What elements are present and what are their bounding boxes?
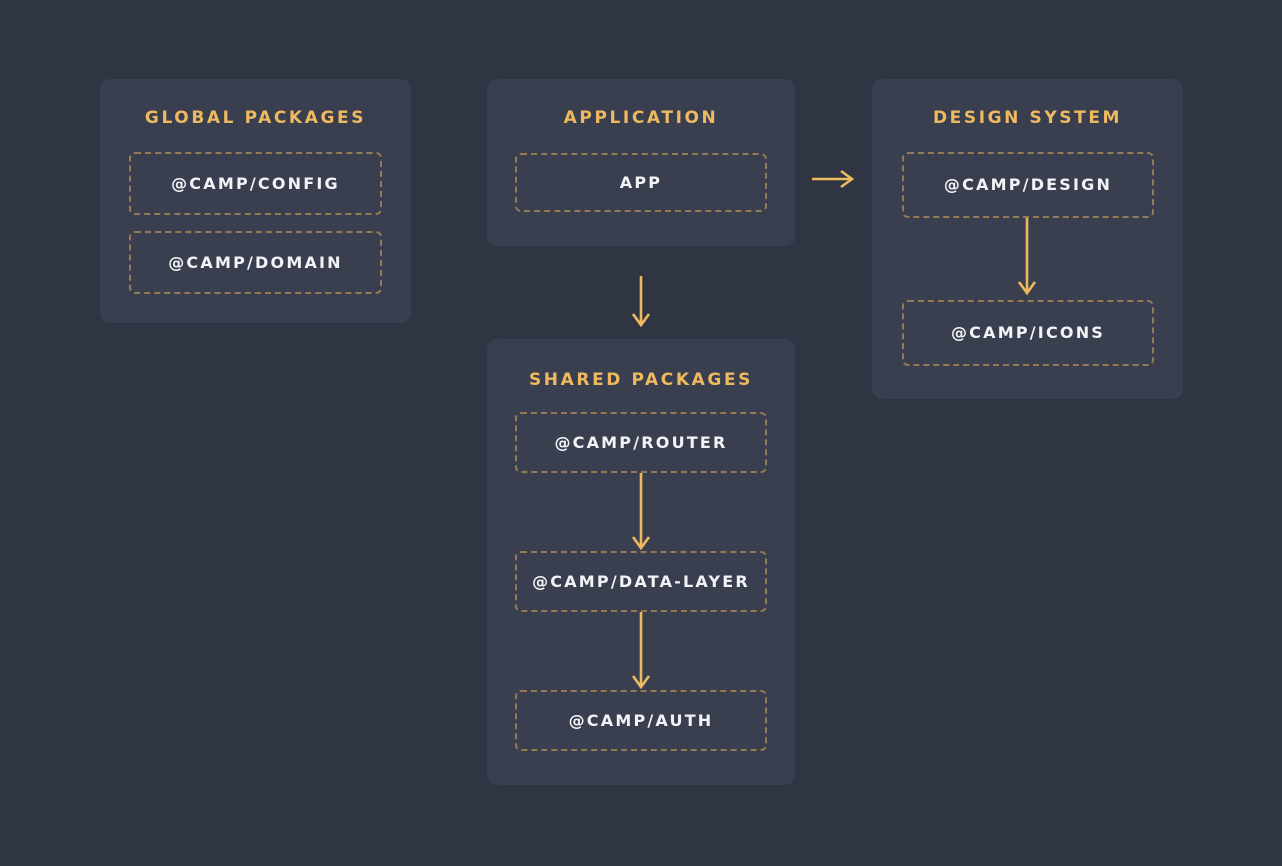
group-card-shared-packages: SHARED PACKAGES @CAMP/ROUTER @CAMP/DATA-… xyxy=(487,339,795,785)
package-label-camp-domain: @CAMP/DOMAIN xyxy=(168,252,343,272)
arrow-design-to-icons xyxy=(1017,218,1037,296)
package-box-camp-router[interactable]: @CAMP/ROUTER xyxy=(515,412,767,473)
arrow-app-to-design-system xyxy=(812,169,855,189)
package-box-camp-design[interactable]: @CAMP/DESIGN xyxy=(902,152,1154,218)
group-title-application: APPLICATION xyxy=(563,108,719,128)
package-label-app: APP xyxy=(619,172,663,192)
package-label-camp-config: @CAMP/CONFIG xyxy=(171,173,340,193)
group-title-global-packages: GLOBAL PACKAGES xyxy=(144,108,367,128)
package-label-camp-design: @CAMP/DESIGN xyxy=(943,175,1113,194)
package-box-camp-auth[interactable]: @CAMP/AUTH xyxy=(515,690,767,751)
package-box-camp-config[interactable]: @CAMP/CONFIG xyxy=(129,152,382,215)
package-label-camp-icons: @CAMP/ICONS xyxy=(950,323,1106,342)
group-card-application: APPLICATION APP xyxy=(487,79,795,246)
group-card-design-system: DESIGN SYSTEM @CAMP/DESIGN @CAMP/ICONS xyxy=(872,79,1183,399)
package-label-camp-auth: @CAMP/AUTH xyxy=(568,710,714,730)
package-label-camp-data-layer: @CAMP/DATA-LAYER xyxy=(532,571,750,591)
group-title-shared-packages: SHARED PACKAGES xyxy=(528,370,754,390)
group-card-global-packages: GLOBAL PACKAGES @CAMP/CONFIG @CAMP/DOMAI… xyxy=(100,79,411,323)
arrow-router-to-data-layer xyxy=(631,473,651,551)
arrow-app-to-shared-packages xyxy=(631,276,651,328)
group-title-design-system: DESIGN SYSTEM xyxy=(932,108,1123,128)
package-box-camp-data-layer[interactable]: @CAMP/DATA-LAYER xyxy=(515,551,767,612)
package-label-camp-router: @CAMP/ROUTER xyxy=(554,432,728,452)
package-box-camp-domain[interactable]: @CAMP/DOMAIN xyxy=(129,231,382,294)
arrow-data-layer-to-auth xyxy=(631,612,651,690)
package-box-camp-icons[interactable]: @CAMP/ICONS xyxy=(902,300,1154,366)
package-box-app[interactable]: APP xyxy=(515,153,767,212)
